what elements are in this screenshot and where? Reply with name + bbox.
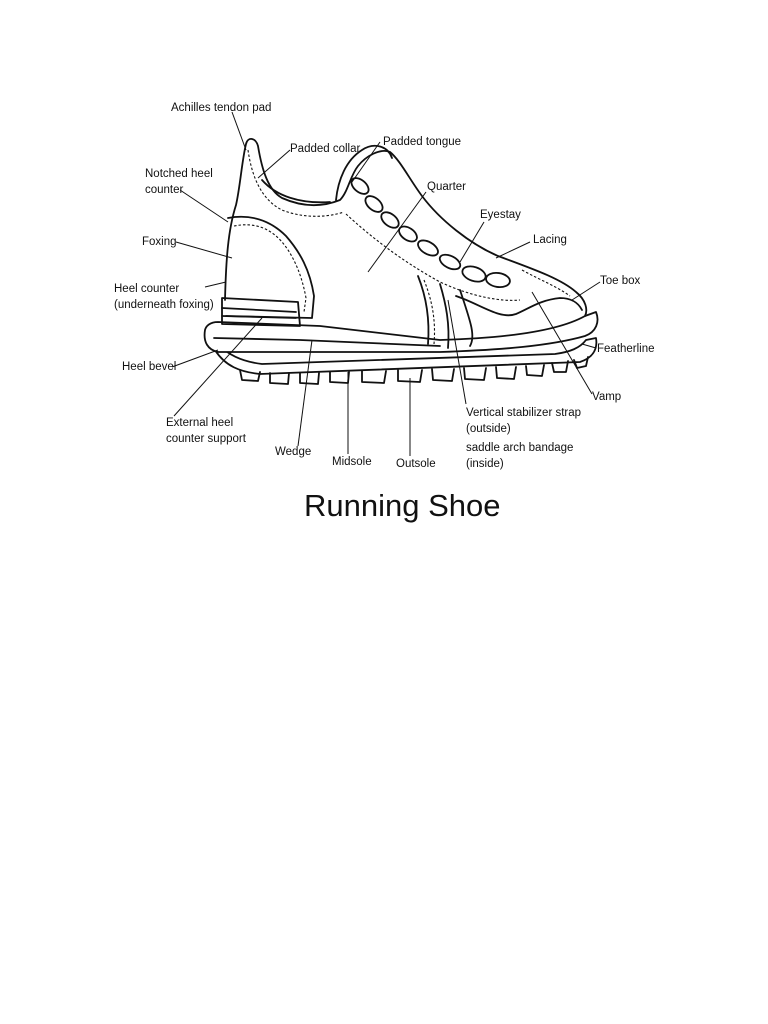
label-heel-counter-line1: Heel counter	[114, 283, 179, 295]
leader-lines	[171, 111, 601, 456]
label-lacing: Lacing	[533, 234, 567, 246]
collar-stitch	[247, 149, 345, 217]
foxing-panel	[225, 215, 315, 319]
label-padded-tongue: Padded tongue	[383, 136, 461, 148]
label-external-heel-counter-support-line1: External heel	[166, 417, 233, 429]
toe-box-stitch	[521, 269, 571, 297]
label-vamp: Vamp	[592, 391, 621, 403]
diagram-title: Running Shoe	[304, 488, 501, 523]
label-quarter: Quarter	[427, 181, 466, 193]
label-vertical-stabilizer-line3: saddle arch bandage	[466, 442, 573, 454]
label-padded-collar: Padded collar	[290, 143, 360, 155]
label-foxing: Foxing	[142, 236, 177, 248]
label-external-heel-counter-support-line2: counter support	[166, 433, 247, 445]
eyestay-stitch	[345, 213, 521, 301]
label-outsole: Outsole	[396, 458, 436, 470]
outsole-shape	[214, 337, 598, 375]
vamp-panel	[455, 295, 583, 317]
stabilizer-strap	[417, 275, 450, 349]
label-vertical-stabilizer-line1: Vertical stabilizer strap	[466, 407, 581, 419]
label-achilles-tendon-pad: Achilles tendon pad	[171, 102, 271, 114]
outsole-lugs	[239, 356, 589, 385]
label-vertical-stabilizer-line2: (outside)	[466, 423, 511, 435]
stabilizer-stitch	[423, 279, 436, 345]
lacing-drawing	[350, 177, 511, 289]
tongue-shape	[335, 144, 393, 201]
label-notched-heel-counter-line1: Notched heel	[145, 168, 213, 180]
collar-lining	[261, 179, 331, 204]
label-wedge: Wedge	[275, 446, 311, 458]
label-toe-box: Toe box	[600, 275, 641, 287]
label-eyestay: Eyestay	[480, 209, 521, 221]
label-notched-heel-counter-line2: counter	[145, 184, 184, 196]
label-midsole: Midsole	[332, 456, 372, 468]
label-heel-counter-line2: (underneath foxing)	[114, 299, 214, 311]
labels: Achilles tendon pad Padded collar Padded…	[114, 102, 655, 470]
label-vertical-stabilizer-line4: (inside)	[466, 458, 504, 470]
vamp-curve	[459, 289, 474, 347]
shoe-illustration	[203, 138, 599, 385]
label-featherline: Featherline	[597, 343, 655, 355]
upper-outline	[224, 138, 588, 317]
wedge-line	[213, 337, 441, 347]
midsole-shape	[203, 311, 599, 353]
label-heel-bevel: Heel bevel	[122, 361, 176, 373]
